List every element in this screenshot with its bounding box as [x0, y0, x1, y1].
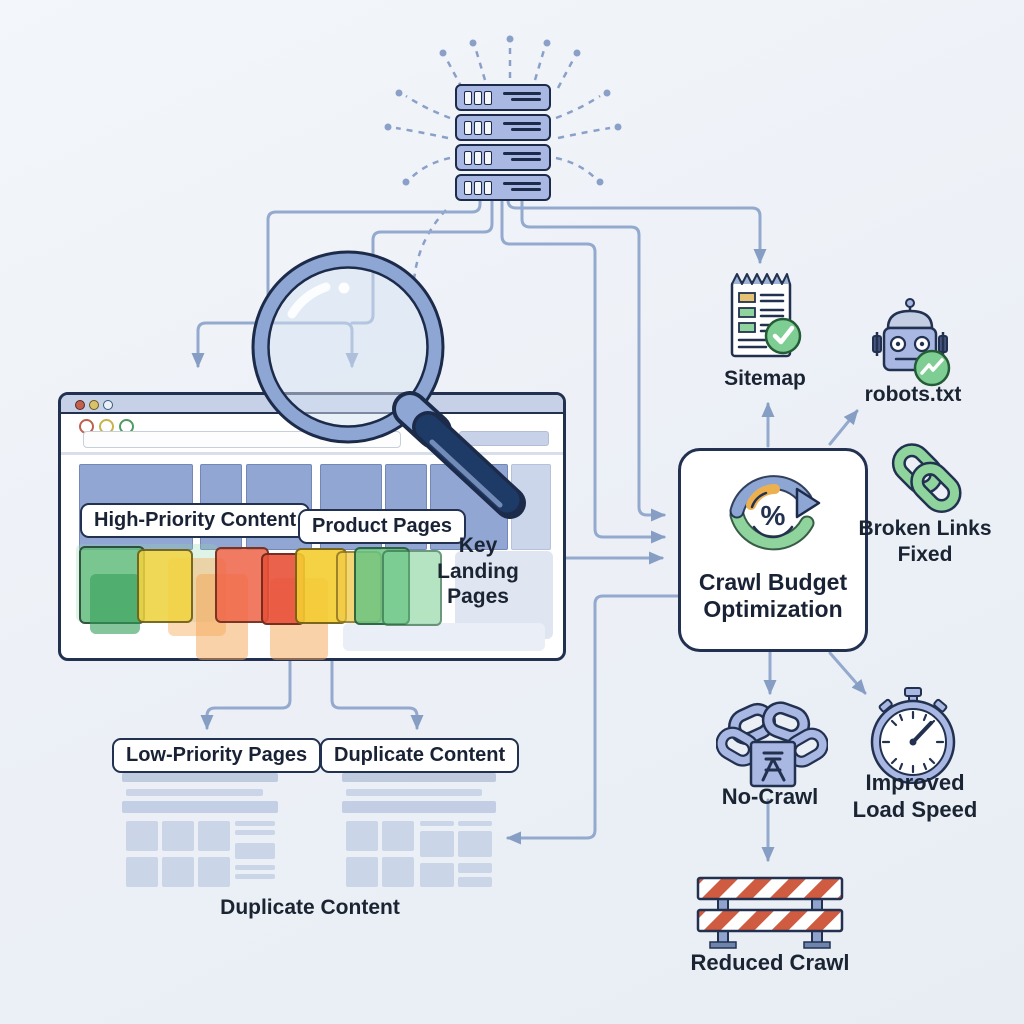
wireframe-low-priority-page [122, 773, 278, 889]
priority-square-green [90, 574, 140, 634]
arrow-server-to-sitemap [506, 188, 767, 264]
server-unit [455, 114, 551, 141]
label-robots-txt: robots.txt [864, 383, 962, 406]
window-dot-yellow [89, 400, 99, 410]
crawl-cycle-percent-icon: % [729, 475, 821, 551]
arrow-server-to-crawlbox-upper [520, 188, 666, 522]
server-signal-rays [395, 46, 611, 281]
label-broken-links-fixed: Broken Links Fixed [858, 517, 992, 566]
window-dot-red [75, 400, 85, 410]
window-dot-blue [103, 400, 113, 410]
no-crawl-knot-icon [716, 701, 828, 788]
arrow-crawlbox-to-robots [828, 409, 859, 446]
label-crawl-budget-optimization: Crawl Budget Optimization [698, 569, 848, 623]
sitemap-icon [730, 273, 802, 358]
server-stack-icon [455, 84, 551, 204]
toolbar-divider [61, 452, 563, 455]
arrow-server-to-crawlbox-lower [500, 188, 666, 544]
wireframe-duplicate-page [342, 773, 496, 889]
stopwatch-icon [870, 687, 956, 784]
label-sitemap: Sitemap [724, 367, 806, 390]
label-high-priority-content: High-Priority Content [80, 503, 311, 538]
label-low-priority-pages: Low-Priority Pages [112, 738, 322, 773]
robot-icon [872, 298, 951, 387]
road-barrier-icon [696, 876, 844, 949]
arrow-browser-to-duplicate [330, 654, 424, 730]
chain-links-icon [891, 443, 962, 513]
content-block [343, 623, 545, 651]
label-key-landing-pages: Key Landing Pages [437, 534, 519, 609]
arrow-browser-to-lowpriority [200, 654, 292, 730]
label-reduced-crawl: Reduced Crawl [690, 950, 850, 975]
label-product-pages: Product Pages [298, 509, 467, 544]
svg-text:%: % [761, 500, 786, 531]
label-duplicate-content: Duplicate Content [320, 738, 520, 773]
server-unit [455, 174, 551, 201]
arrow-server-to-browser-left [191, 188, 482, 368]
server-unit [455, 144, 551, 171]
crawl-budget-optimization-card: % Crawl Budget Optimization [678, 448, 868, 652]
label-improved-load-speed: Improved Load Speed [852, 770, 978, 822]
label-no-crawl: No-Crawl [721, 784, 819, 809]
arrow-crawlbox-to-loadspeed [828, 651, 867, 695]
caption-duplicate-content: Duplicate Content [220, 896, 400, 919]
server-unit [455, 84, 551, 111]
arrow-crawlbox-to-duplicate-wireframe [506, 594, 680, 845]
priority-square-yellow [137, 549, 193, 623]
priority-square-green [382, 550, 442, 626]
